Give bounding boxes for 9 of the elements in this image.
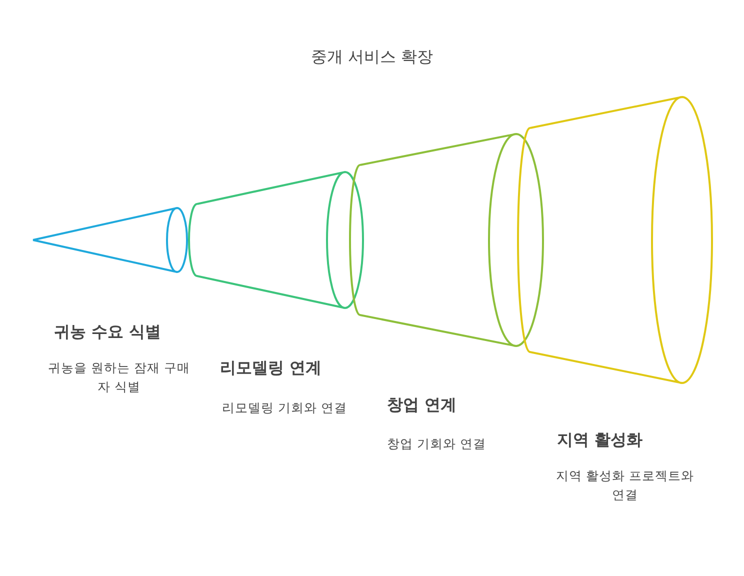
segment-description: 창업 기회와 연결 (387, 435, 487, 453)
segment-heading: 지역 활성화 (557, 430, 643, 451)
diagram-title: 중개 서비스 확장 (310, 47, 434, 68)
segment-heading: 귀농 수요 식별 (54, 322, 162, 343)
segment-heading: 창업 연계 (387, 395, 457, 416)
segment-description: 귀농을 원하는 잠재 구매자 식별 (47, 359, 191, 396)
segment-heading: 리모델링 연계 (220, 358, 322, 379)
segment-description: 리모델링 기회와 연결 (222, 399, 348, 417)
segment-description: 지역 활성화 프로젝트와 연결 (555, 467, 695, 504)
